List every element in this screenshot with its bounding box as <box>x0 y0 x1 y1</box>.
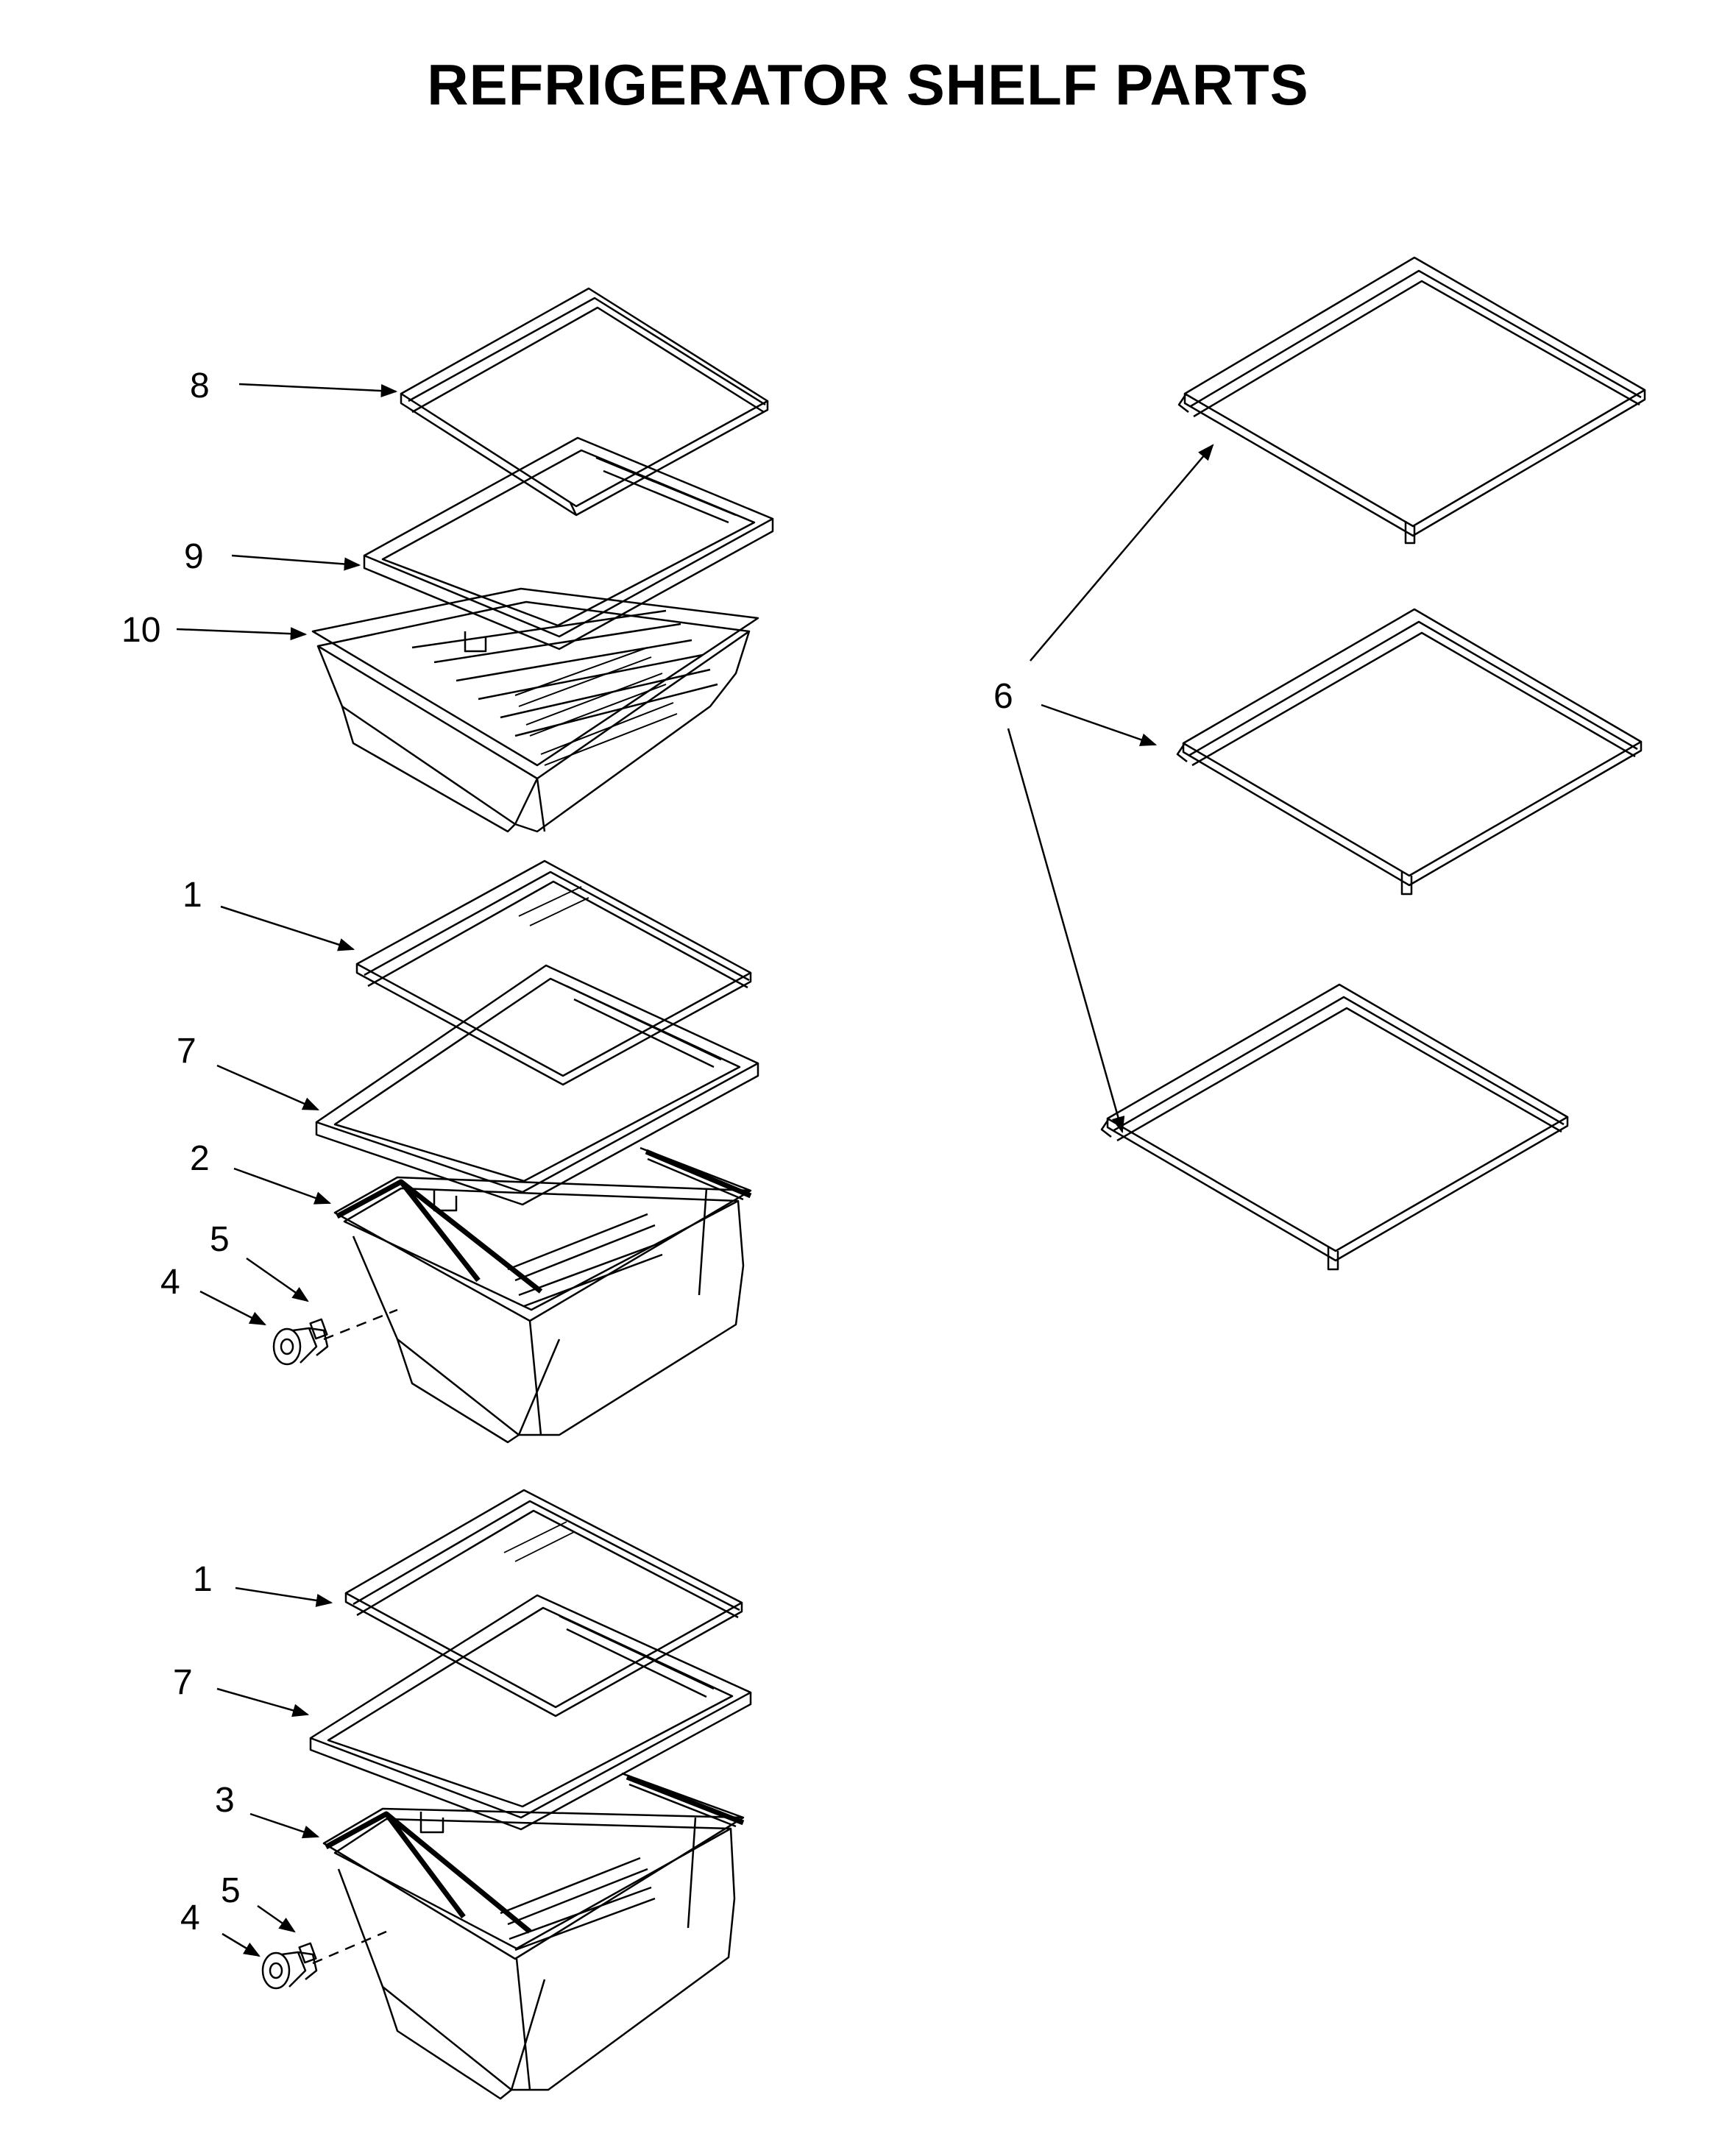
callout-10: 10 <box>121 611 160 650</box>
callout-labels: 8 9 10 1 7 2 5 4 1 7 3 5 4 6 <box>121 366 1013 1937</box>
roller-axis-line-upper <box>323 1308 398 1341</box>
part-2-crisper-drawer <box>333 1146 752 1444</box>
part-10-pan-ribs <box>514 647 678 766</box>
part-8-glass-shelf <box>400 287 769 517</box>
part-10-crisper-pan <box>311 587 759 833</box>
callout-1-upper: 1 <box>183 876 202 915</box>
callout-7-upper: 7 <box>177 1032 196 1071</box>
part-3-drawer-rim <box>325 1774 745 1934</box>
leader-lines <box>176 383 1214 1957</box>
callout-4-upper: 4 <box>160 1263 180 1302</box>
roller-axis-line-lower <box>312 1930 387 1965</box>
callout-7-lower: 7 <box>173 1663 193 1702</box>
part-4-5-roller-lower <box>261 1942 318 1990</box>
part-2-drawer-rim <box>336 1149 752 1294</box>
callout-1-lower: 1 <box>193 1560 213 1599</box>
callout-9: 9 <box>184 537 204 576</box>
part-4-5-roller-upper <box>272 1318 329 1366</box>
part-1-glass-shelf-upper <box>355 859 752 1086</box>
callout-5-upper: 5 <box>210 1220 230 1259</box>
callout-5-lower: 5 <box>221 1871 241 1910</box>
part-7-crisper-cover-upper <box>315 964 759 1212</box>
callout-8: 8 <box>190 366 210 405</box>
callout-4-lower: 4 <box>180 1898 200 1937</box>
part-6-shelf-bottom <box>1100 983 1569 1271</box>
part-6-shelf-top <box>1177 256 1646 545</box>
callout-3: 3 <box>215 1781 235 1820</box>
callout-6: 6 <box>993 677 1013 716</box>
part-6-shelf-middle <box>1176 608 1643 896</box>
part-9-crisper-cover <box>363 436 774 653</box>
part-7-crisper-cover-lower <box>309 1594 752 1834</box>
part-1-glass-shelf-lower <box>344 1489 743 1717</box>
page-title: REFRIGERATOR SHELF PARTS <box>427 52 1309 117</box>
part-3-crisper-drawer <box>322 1772 745 2100</box>
callout-2: 2 <box>190 1139 210 1178</box>
